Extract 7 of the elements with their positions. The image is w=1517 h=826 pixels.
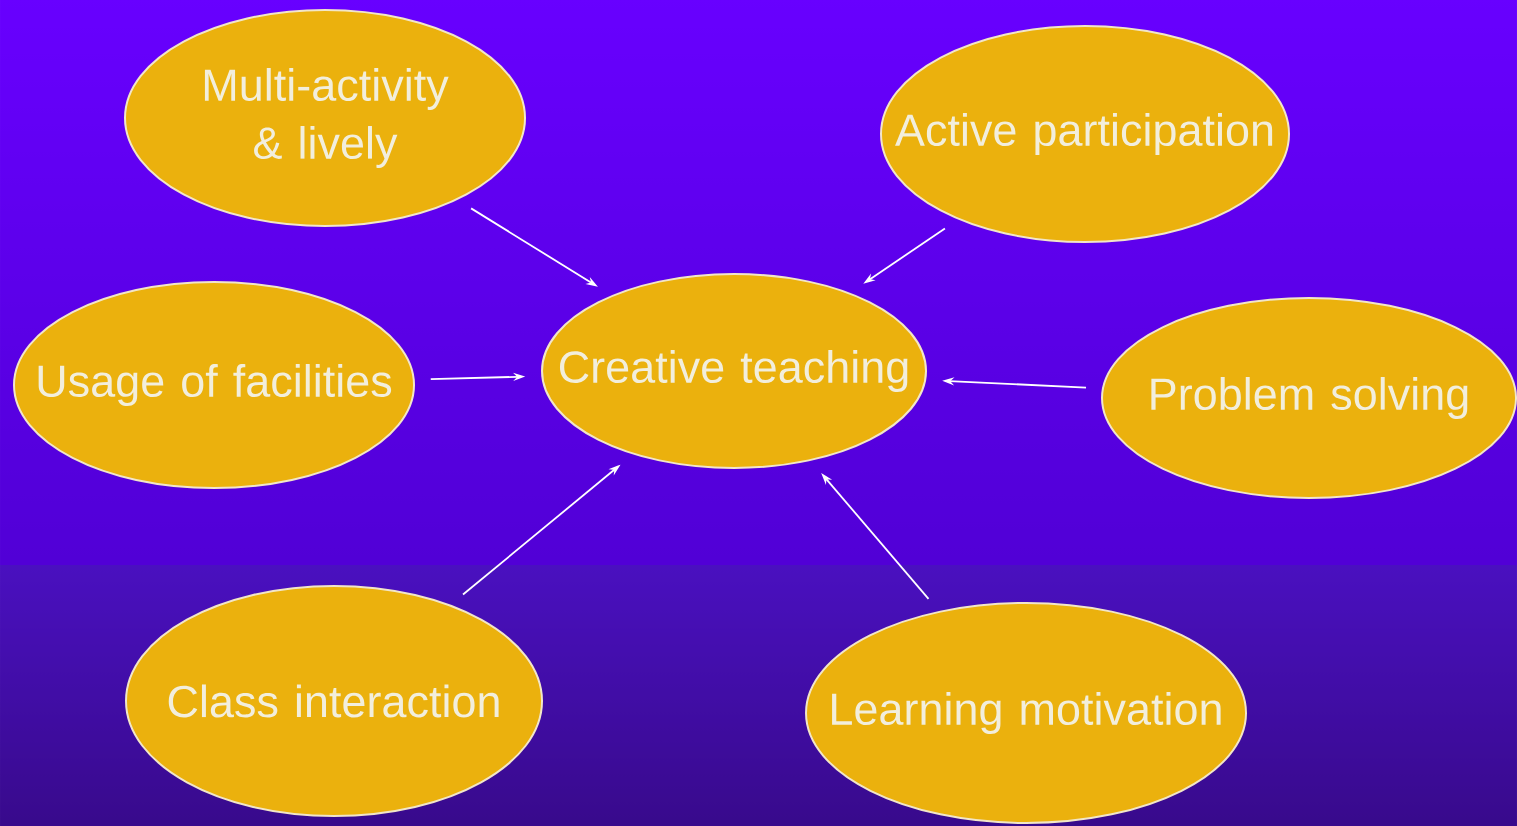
ellipse-node: Active participation [880, 25, 1290, 243]
ellipse-node: Multi-activity & lively [124, 9, 526, 227]
ellipse-node: Creative teaching [541, 273, 927, 469]
ellipse-node: Learning motivation [805, 602, 1247, 824]
ellipse-node: Problem solving [1101, 297, 1517, 499]
ellipse-node: Class interaction [125, 585, 543, 817]
ellipse-node: Usage of facilities [13, 281, 415, 489]
